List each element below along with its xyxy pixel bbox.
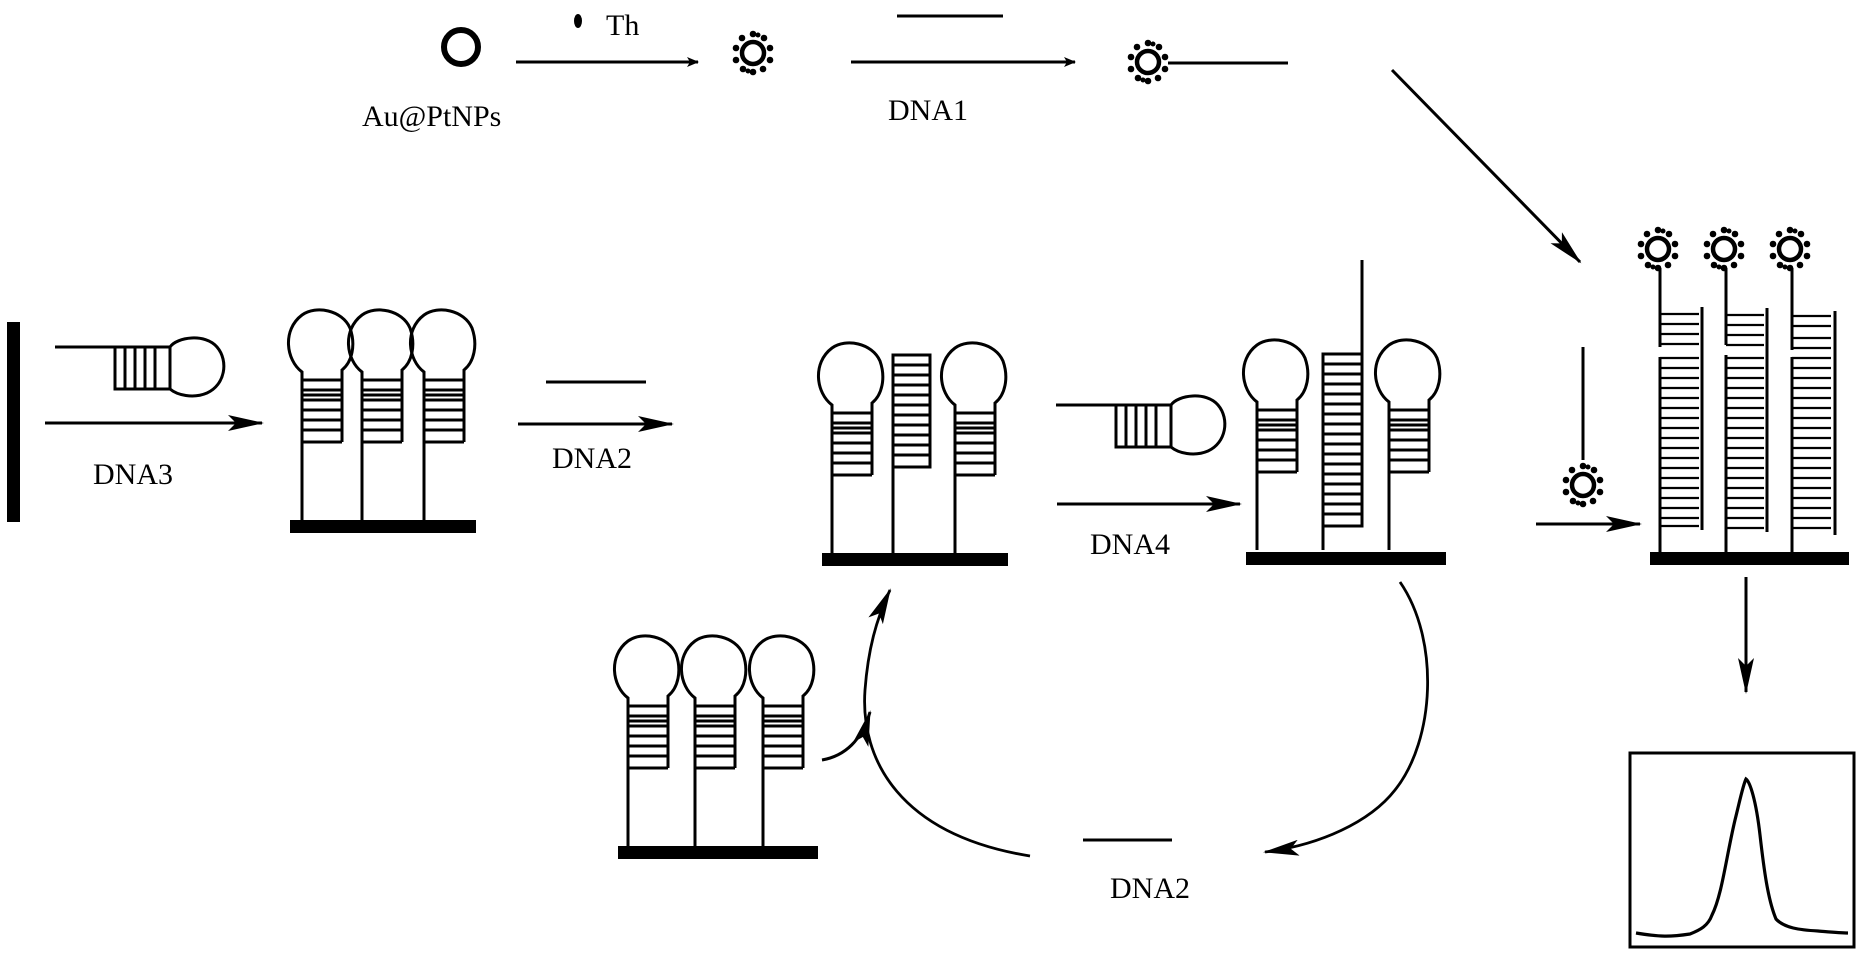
thionine-dot-icon: [574, 14, 582, 28]
au-pt-nanoparticle-icon: [444, 30, 478, 64]
arrow-recycle-small: [822, 712, 870, 760]
label-dna3: DNA3: [93, 458, 173, 491]
bare-electrode-icon: [7, 322, 20, 522]
electrode-surface: [290, 520, 476, 533]
label-dna4: DNA4: [1090, 528, 1170, 561]
electrode-surface: [822, 553, 1008, 566]
step-dna1-conjugation: DNA1: [851, 16, 1288, 127]
step-th-loading: Au@PtNPs Th: [362, 9, 773, 133]
step-dna3-immobilization: DNA3: [45, 338, 262, 491]
label-dna1: DNA1: [888, 94, 968, 127]
label-dna2-top: DNA2: [552, 442, 632, 475]
duplex-electrode: [1243, 260, 1446, 565]
dna4-hairpin-icon: [1056, 396, 1225, 454]
electrode-surface: [1650, 552, 1849, 565]
label-th: Th: [606, 9, 639, 42]
hairpin-electrode-1: [288, 310, 476, 533]
probe-nanoparticle-icon: [1563, 463, 1604, 508]
arrow-probe-to-electrode: [1392, 70, 1580, 262]
label-au-pt-nps: Au@PtNPs: [362, 100, 501, 133]
probe-nanoparticle-icon: [1128, 40, 1169, 85]
electrode-surface: [618, 846, 818, 859]
label-dna2-cycle: DNA2: [1110, 872, 1190, 905]
dna3-hairpin-icon: [55, 338, 224, 396]
signal-frame: [1630, 753, 1854, 947]
step-dna2-hybridization: DNA2: [518, 382, 672, 475]
step-dna4-displacement: DNA4: [1056, 396, 1240, 561]
th-loaded-nanoparticle-icon: [733, 31, 774, 76]
labeled-electrode: [1638, 227, 1849, 565]
step-probe-capture: [1536, 347, 1640, 524]
electrode-surface: [1246, 552, 1446, 565]
arrow-cycle-right: [1265, 582, 1428, 852]
opened-hairpin-electrode: [818, 343, 1008, 566]
arrow-cycle-left: [865, 590, 1030, 856]
signal-voltammogram: [1630, 753, 1854, 947]
recycled-hairpin-electrode: [614, 636, 818, 859]
